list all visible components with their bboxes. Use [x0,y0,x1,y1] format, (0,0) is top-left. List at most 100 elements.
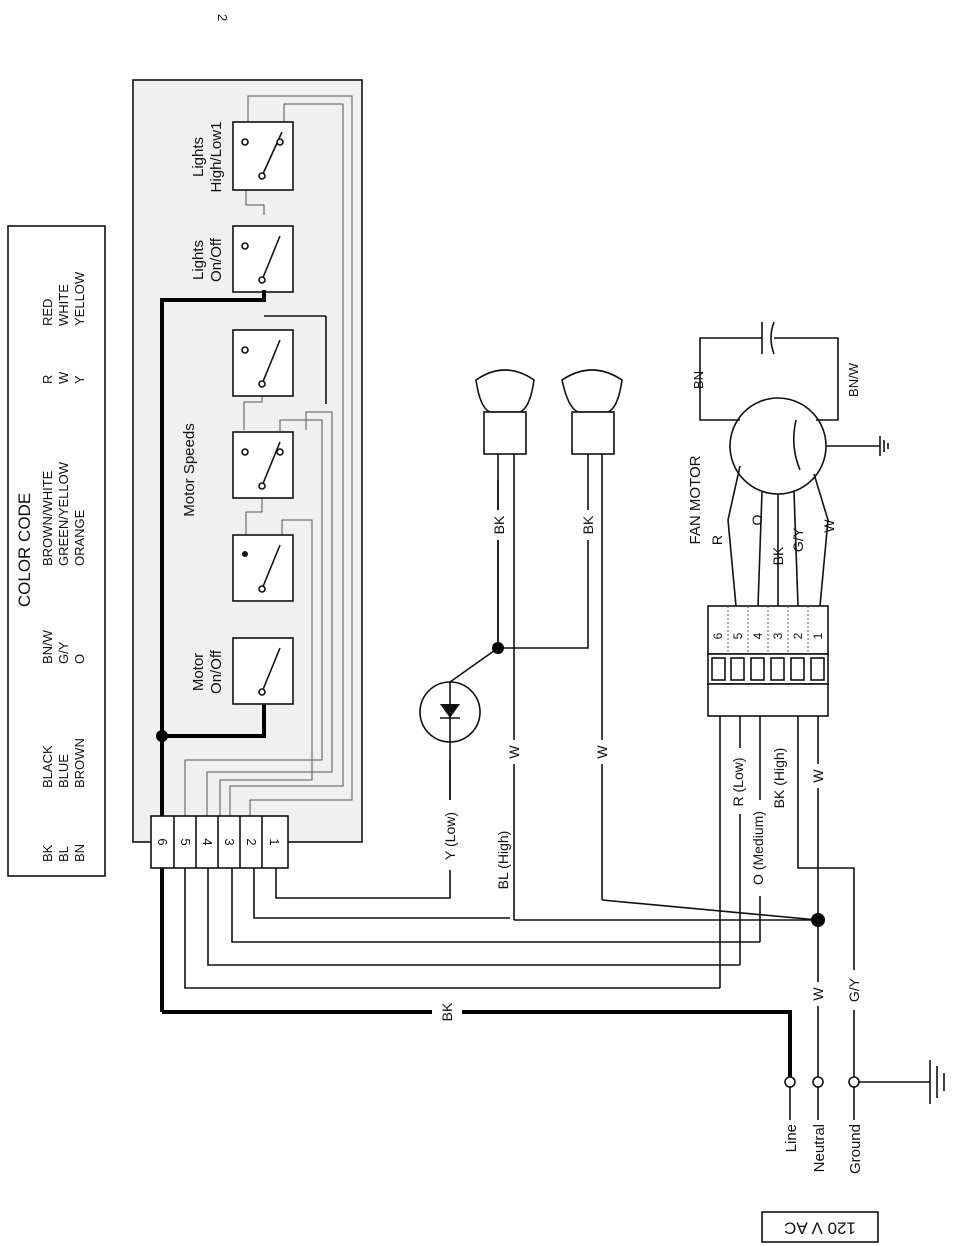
terminal-label: 3 [222,838,237,845]
terminal-label: 5 [178,838,193,845]
lamp-socket-2 [561,369,623,455]
wire-label-w-neutral: W [809,982,827,1006]
color-code-entry-code: O [72,654,87,664]
terminal-label: 1 [267,838,282,845]
motor-terminal-label: 2 [791,632,805,639]
terminal-line [784,1076,796,1088]
terminal-label: 6 [155,838,170,845]
lamp-socket-1 [475,369,535,455]
cap-lead-bn: BN [691,371,706,389]
switch-lights-on-off [232,225,294,293]
svg-text:BK: BK [491,515,507,534]
color-code-entry-code: BN/W [40,629,55,664]
terminal-ground [848,1076,860,1088]
wire-label-lamp2-bk: BK [579,510,597,540]
supply-ground-label: Ground [847,1124,864,1174]
color-code-title: COLOR CODE [15,493,34,607]
label-lights-on-off-2: On/Off [208,237,225,282]
motor-lead-bk: BK [770,546,786,565]
svg-text:W: W [810,769,826,783]
wire-label-gy-ground: G/Y [845,970,863,1010]
wire-label-w-motor: W [809,764,827,788]
svg-text:Y (Low): Y (Low) [442,812,458,860]
svg-text:BL (High): BL (High) [495,831,511,890]
label-lights-high-low-2: High/Low1 [208,122,225,193]
wire-label-y-low: Y (Low) [440,800,458,870]
color-code-entry-name: GREEN/YELLOW [56,461,71,566]
motor-terminal-label: 6 [711,632,725,639]
motor-lead-gy: G/Y [790,527,806,552]
bk-line-wire [162,1010,792,1078]
voltage-label: 120 V AC [784,1219,856,1238]
color-code-box [7,225,106,877]
cap-lead-bnw: BN/W [846,362,861,397]
color-code-entry-name: RED [40,299,55,326]
svg-text:BK: BK [580,515,596,534]
color-code-entry-code: G/Y [56,641,71,664]
switch-motor-on-off [232,637,294,705]
label-lights-on-off-1: Lights [190,240,207,280]
color-code-legend: COLOR CODE BK BL BN BLACK BLUE BROWN BN/… [7,225,106,877]
motor-terminal-label: 3 [771,632,785,639]
color-code-entry-name: ORANGE [72,509,87,566]
fan-motor: BN BN/W FAN MOTOR R O BK G/Y W [687,321,889,607]
color-code-entry-name: BLACK [40,745,55,788]
wire-label-w-left: W [505,740,523,764]
switch-terminal-block: 6 5 4 3 2 1 [150,815,289,869]
panel-wiring [184,95,353,840]
terminal-label: 2 [244,838,259,845]
color-code-entry-code: Y [72,375,87,384]
voltage-badge: 120 V AC [761,1211,879,1243]
color-code-entry-code: BL [56,846,71,862]
diode [419,681,481,743]
supply-line-label: Line [783,1124,800,1152]
motor-terminal-label: 1 [811,632,825,639]
page-number: 2 [215,14,230,21]
svg-text:W: W [810,987,826,1001]
color-code-entry-code: W [56,371,71,384]
label-motor-on-off-1: Motor [190,653,207,691]
line-feed-wire [160,290,266,1012]
wire-label-bk-high: BK (High) [770,738,788,818]
color-code-entry-name: WHITE [56,284,71,326]
terminal-neutral [812,1076,824,1088]
color-code-entry-code: R [40,375,55,384]
color-code-entry-code: BN [72,844,87,862]
motor-connector: 6 5 4 3 2 1 [707,605,829,717]
label-lights-high-low-1: Lights [190,137,207,177]
motor-lead-r: R [709,535,725,545]
svg-text:BK (High): BK (High) [771,748,787,809]
fan-motor-title: FAN MOTOR [687,455,704,544]
terminal-label: 4 [200,838,215,845]
color-code-entry-name: YELLOW [72,271,87,326]
wire-label-bk-line: BK [432,1002,462,1021]
svg-text:BK: BK [439,1002,455,1021]
switch-motor-speed-1 [232,534,294,602]
svg-text:R (Low): R (Low) [730,757,746,806]
color-code-entry-name: BLUE [56,754,71,788]
wire-label-bl-high: BL (High) [494,820,512,900]
color-code-entry-code: BK [40,844,55,862]
svg-text:W: W [506,745,522,759]
wire-label-r-low: R (Low) [728,748,746,814]
svg-text:W: W [594,745,610,759]
motor-terminal-label: 4 [751,632,765,639]
switch-lights-high-low [232,121,294,191]
motor-lead-o: O [749,514,765,525]
color-code-entry-name: BROWN [72,738,87,788]
supply-terminals: Line Neutral Ground [783,1060,945,1174]
supply-neutral-label: Neutral [811,1124,828,1172]
label-motor-on-off-2: On/Off [208,649,225,694]
switch-motor-speed-3 [232,329,294,397]
color-code-entry-name: BROWN/WHITE [40,470,55,566]
motor-terminal-label: 5 [731,632,745,639]
wire-label-w-right: W [593,740,611,764]
motor-lead-w: W [821,519,837,533]
label-motor-speeds: Motor Speeds [181,423,198,516]
switch-motor-speed-2 [232,431,294,499]
junction-dot [156,730,168,742]
wire-label-lamp1-bk: BK [490,510,508,540]
svg-text:O (Medium): O (Medium) [750,811,766,885]
wire-label-o-medium: O (Medium) [748,800,766,896]
